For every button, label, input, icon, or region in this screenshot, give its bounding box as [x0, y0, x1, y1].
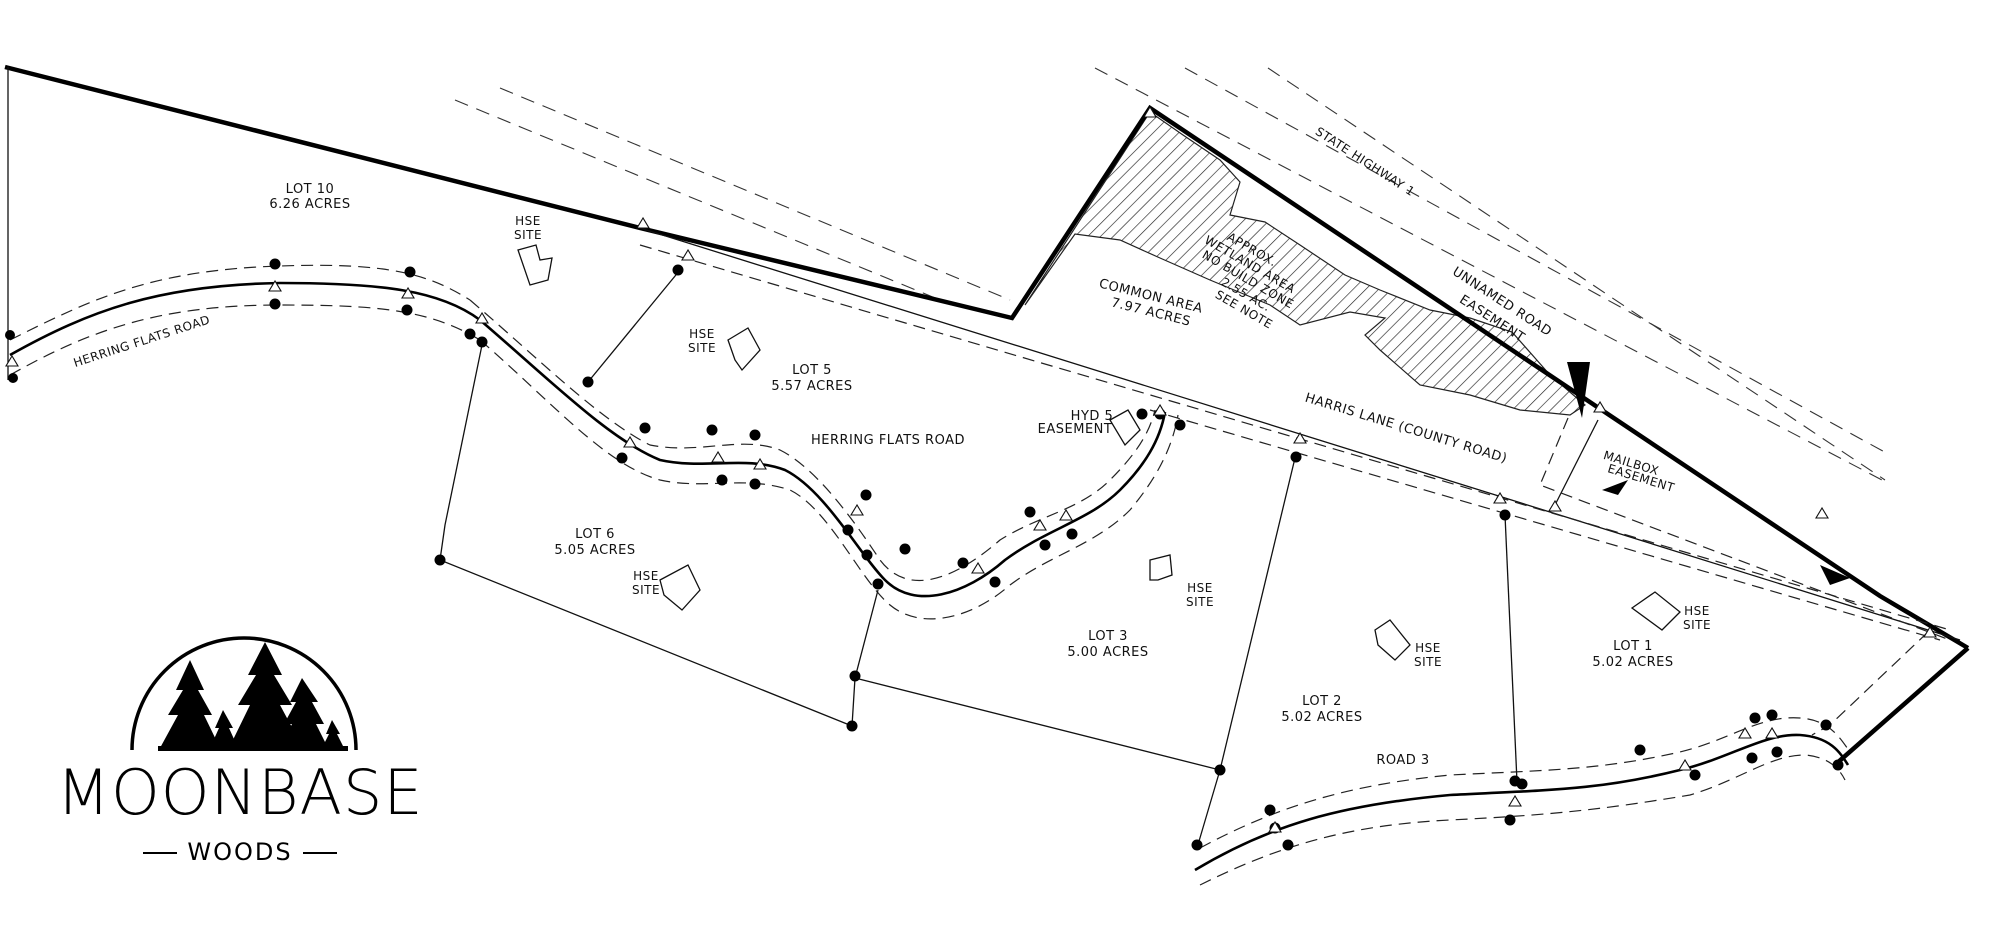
svg-text:LOT 5: LOT 5	[792, 363, 832, 378]
svg-text:5.02 ACRES: 5.02 ACRES	[1281, 710, 1362, 725]
svg-text:5.05 ACRES: 5.05 ACRES	[554, 543, 635, 558]
herring-flats-road-loop	[469, 299, 1179, 620]
lot-6-label: LOT 6 5.05 ACRES	[554, 527, 635, 558]
lot-1-label: LOT 1 5.02 ACRES	[1592, 639, 1673, 670]
moonbase-woods-logo: MOONBASE WOODS	[40, 620, 460, 870]
svg-text:SITE: SITE	[514, 228, 542, 242]
svg-text:HSE: HSE	[515, 214, 541, 228]
svg-text:HSE: HSE	[1187, 581, 1213, 595]
svg-text:5.00 ACRES: 5.00 ACRES	[1067, 645, 1148, 660]
highway-row-lines	[454, 67, 1891, 481]
herring-flats-road-west	[9, 264, 481, 376]
svg-text:SITE: SITE	[688, 341, 716, 355]
herring-flats-road-west-label: HERRING FLATS ROAD	[72, 312, 212, 369]
svg-text:LOT 3: LOT 3	[1088, 629, 1128, 644]
house-site-shapes	[517, 244, 1681, 661]
road-3	[1194, 717, 1851, 886]
lot-10-label: LOT 10 6.26 ACRES	[269, 182, 350, 212]
herring-flats-road-label: HERRING FLATS ROAD	[811, 433, 965, 448]
lot-lines	[439, 269, 1951, 849]
logo-subtitle: WOODS	[40, 838, 440, 866]
survey-markers	[5, 258, 1844, 851]
svg-text:HSE: HSE	[1415, 641, 1441, 655]
lot-5-label: LOT 5 5.57 ACRES	[771, 363, 852, 394]
svg-text:HYD 5: HYD 5	[1071, 409, 1114, 424]
svg-text:5.02 ACRES: 5.02 ACRES	[1592, 655, 1673, 670]
property-boundary	[4, 64, 1970, 766]
wetland-area	[1024, 111, 1586, 416]
svg-text:HSE: HSE	[633, 569, 659, 583]
state-highway-label: STATE HIGHWAY 1	[1313, 124, 1418, 199]
lot-3-label: LOT 3 5.00 ACRES	[1067, 629, 1148, 660]
svg-text:SITE: SITE	[1683, 618, 1711, 632]
svg-text:SITE: SITE	[1186, 595, 1214, 609]
road-3-label: ROAD 3	[1376, 753, 1429, 768]
harris-lane-label: HARRIS LANE (COUNTY ROAD)	[1303, 391, 1509, 467]
svg-text:EASEMENT: EASEMENT	[1038, 422, 1113, 437]
logo-subtitle-text: WOODS	[187, 838, 293, 866]
hse-site-labels: HSE SITE HSE SITE HSE SITE HSE SITE HSE …	[514, 214, 1711, 669]
logo-rule-right	[302, 852, 337, 854]
svg-text:LOT 2: LOT 2	[1302, 694, 1342, 709]
svg-text:LOT 1: LOT 1	[1613, 639, 1653, 654]
svg-text:LOT 10: LOT 10	[286, 182, 335, 197]
direction-arrows	[1567, 362, 1850, 585]
svg-text:SITE: SITE	[1414, 655, 1442, 669]
svg-text:HSE: HSE	[689, 327, 715, 341]
common-area-label: COMMON AREA 7.97 ACRES	[1097, 276, 1204, 329]
logo-rule-left	[143, 852, 178, 854]
svg-text:SITE: SITE	[632, 583, 660, 597]
svg-text:6.26 ACRES: 6.26 ACRES	[269, 197, 350, 212]
control-triangles	[5, 105, 1937, 833]
lot-2-label: LOT 2 5.02 ACRES	[1281, 694, 1362, 725]
logo-wordmark: MOONBASE	[56, 756, 424, 829]
hydrant-easement-label: HYD 5 EASEMENT	[1038, 409, 1114, 437]
svg-text:5.57 ACRES: 5.57 ACRES	[771, 379, 852, 394]
tree-arch-emblem	[130, 636, 358, 751]
svg-text:LOT 6: LOT 6	[575, 527, 615, 542]
svg-text:HSE: HSE	[1684, 604, 1710, 618]
